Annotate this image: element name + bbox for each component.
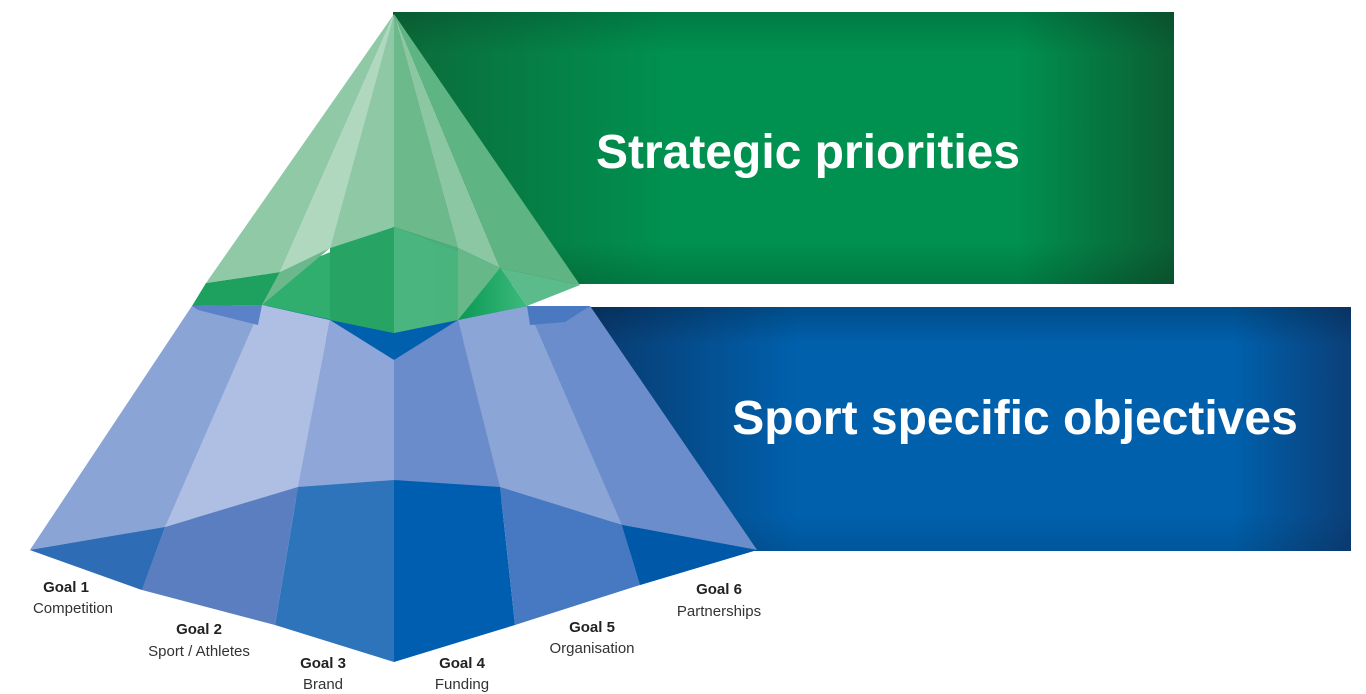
base-goal-1 xyxy=(30,527,165,590)
goal-4-subtitle: Funding xyxy=(435,676,489,693)
cap-inner-left xyxy=(262,248,330,305)
lower-pyramid-frustum xyxy=(30,305,757,662)
goal-6-title: Goal 6 xyxy=(696,581,742,598)
goal-5-label: Goal 5 Organisation xyxy=(549,619,634,657)
goal-4-label: Goal 4 Funding xyxy=(435,655,489,693)
cap-face-1 xyxy=(206,14,394,283)
cap-base-left xyxy=(192,272,280,306)
strategic-priorities-label: Strategic priorities xyxy=(596,126,1020,179)
band-right xyxy=(527,306,590,325)
upper-pyramid xyxy=(192,14,580,333)
face-goal-3 xyxy=(298,320,394,487)
cap-front-lower xyxy=(330,227,394,333)
face-goal-6 xyxy=(527,306,757,550)
goal-labels: Goal 1 Competition Goal 2 Sport / Athlet… xyxy=(33,579,761,693)
cap-face-6 xyxy=(394,14,580,285)
goal-6-subtitle: Partnerships xyxy=(677,603,761,620)
goal-6-label: Goal 6 Partnerships xyxy=(677,581,761,620)
goal-3-subtitle: Brand xyxy=(303,676,343,693)
cap-face-3 xyxy=(330,14,394,248)
cap-inner-right xyxy=(458,248,500,320)
band-left xyxy=(192,305,262,325)
goal-3-title: Goal 3 xyxy=(300,655,346,672)
base-goal-4 xyxy=(394,480,515,662)
face-goal-1 xyxy=(30,305,262,550)
face-goal-4 xyxy=(394,320,500,487)
base-goal-2 xyxy=(142,487,298,625)
sport-specific-objectives-label: Sport specific objectives xyxy=(732,392,1298,445)
base-goal-3 xyxy=(275,480,394,662)
face-goal-2 xyxy=(165,305,330,527)
goal-1-label: Goal 1 Competition xyxy=(33,579,113,617)
goal-1-title: Goal 1 xyxy=(43,579,89,596)
goal-2-subtitle: Sport / Athletes xyxy=(148,643,250,660)
goal-1-subtitle: Competition xyxy=(33,600,113,617)
goal-2-label: Goal 2 Sport / Athletes xyxy=(148,621,250,660)
goal-3-label: Goal 3 Brand xyxy=(300,655,346,693)
base-goal-6 xyxy=(622,525,757,585)
cap-face-2 xyxy=(280,14,394,272)
goal-5-title: Goal 5 xyxy=(569,619,615,636)
face-goal-5 xyxy=(458,306,622,525)
cap-base-far-right xyxy=(500,268,580,306)
base-goal-5 xyxy=(500,487,640,625)
goal-4-title: Goal 4 xyxy=(439,655,486,672)
goal-5-subtitle: Organisation xyxy=(549,640,634,657)
cap-front-lower-right xyxy=(394,227,458,333)
goal-2-title: Goal 2 xyxy=(176,621,222,638)
